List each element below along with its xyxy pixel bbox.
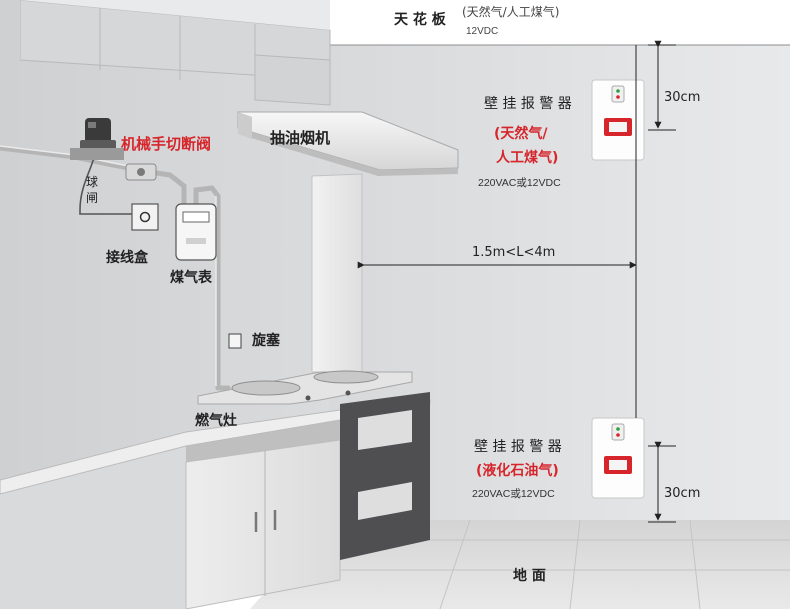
distance-top-label: 30cm (664, 90, 700, 105)
alarm-device-bottom (591, 417, 645, 499)
lower-cabinet (185, 439, 341, 609)
dimension-lines (357, 40, 676, 523)
ceiling-voltage: 12VDC (466, 26, 498, 37)
alarm-top-title: 壁 挂 报 警 器 (484, 96, 572, 112)
alarm-bottom-power: 220VAC或12VDC (472, 488, 555, 500)
alarm-top-power: 220VAC或12VDC (478, 177, 561, 189)
ceiling-label: 天 花 板 (394, 11, 447, 28)
upper-cabinets (0, 0, 331, 106)
ball-valve-label-1: 球 (86, 175, 98, 189)
plug-label: 旋塞 (251, 332, 281, 349)
junction-box-device (131, 203, 159, 231)
ball-valve-label-2: 闸 (86, 191, 98, 205)
plug-valve-device (228, 333, 242, 349)
floor-label: 地 面 (513, 567, 546, 584)
range-hood (237, 111, 459, 176)
alarm-bottom-title: 壁 挂 报 警 器 (474, 439, 562, 455)
ball-valve (125, 163, 157, 181)
gas-meter-device (175, 203, 217, 261)
hood-chimney (311, 173, 363, 373)
gas-stove-device (197, 370, 413, 405)
gas-meter-label: 煤气表 (170, 269, 213, 286)
alarm-top-gas-line1: (天然气/ (494, 125, 548, 142)
shutoff-valve-device (70, 118, 124, 160)
alarm-device-top (591, 79, 645, 161)
hood-label: 抽油烟机 (270, 129, 330, 147)
distance-bottom-label: 30cm (664, 486, 700, 501)
junction-box-label: 接线盒 (106, 249, 149, 266)
alarm-top-gas-line2: 人工煤气) (496, 149, 558, 166)
ceiling-gas-types: (天然气/人工煤气) (462, 4, 559, 19)
valve-label: 机械手切断阀 (121, 135, 211, 153)
stove-label: 燃气灶 (195, 412, 237, 429)
distance-range-label: 1.5m<L<4m (472, 245, 555, 260)
kitchen-counter (0, 392, 431, 609)
alarm-bottom-gas: (液化石油气) (476, 462, 559, 479)
